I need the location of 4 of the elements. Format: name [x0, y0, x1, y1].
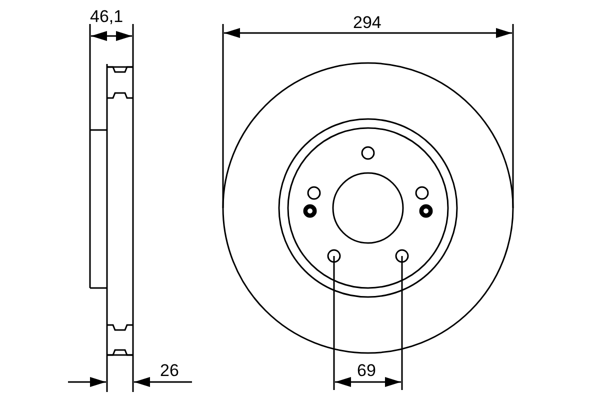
- dimension-value: 294: [353, 14, 382, 31]
- dimension-value: 69: [357, 362, 376, 379]
- dimension-value: 46,1: [90, 8, 124, 25]
- dimension-value: 26: [160, 362, 179, 379]
